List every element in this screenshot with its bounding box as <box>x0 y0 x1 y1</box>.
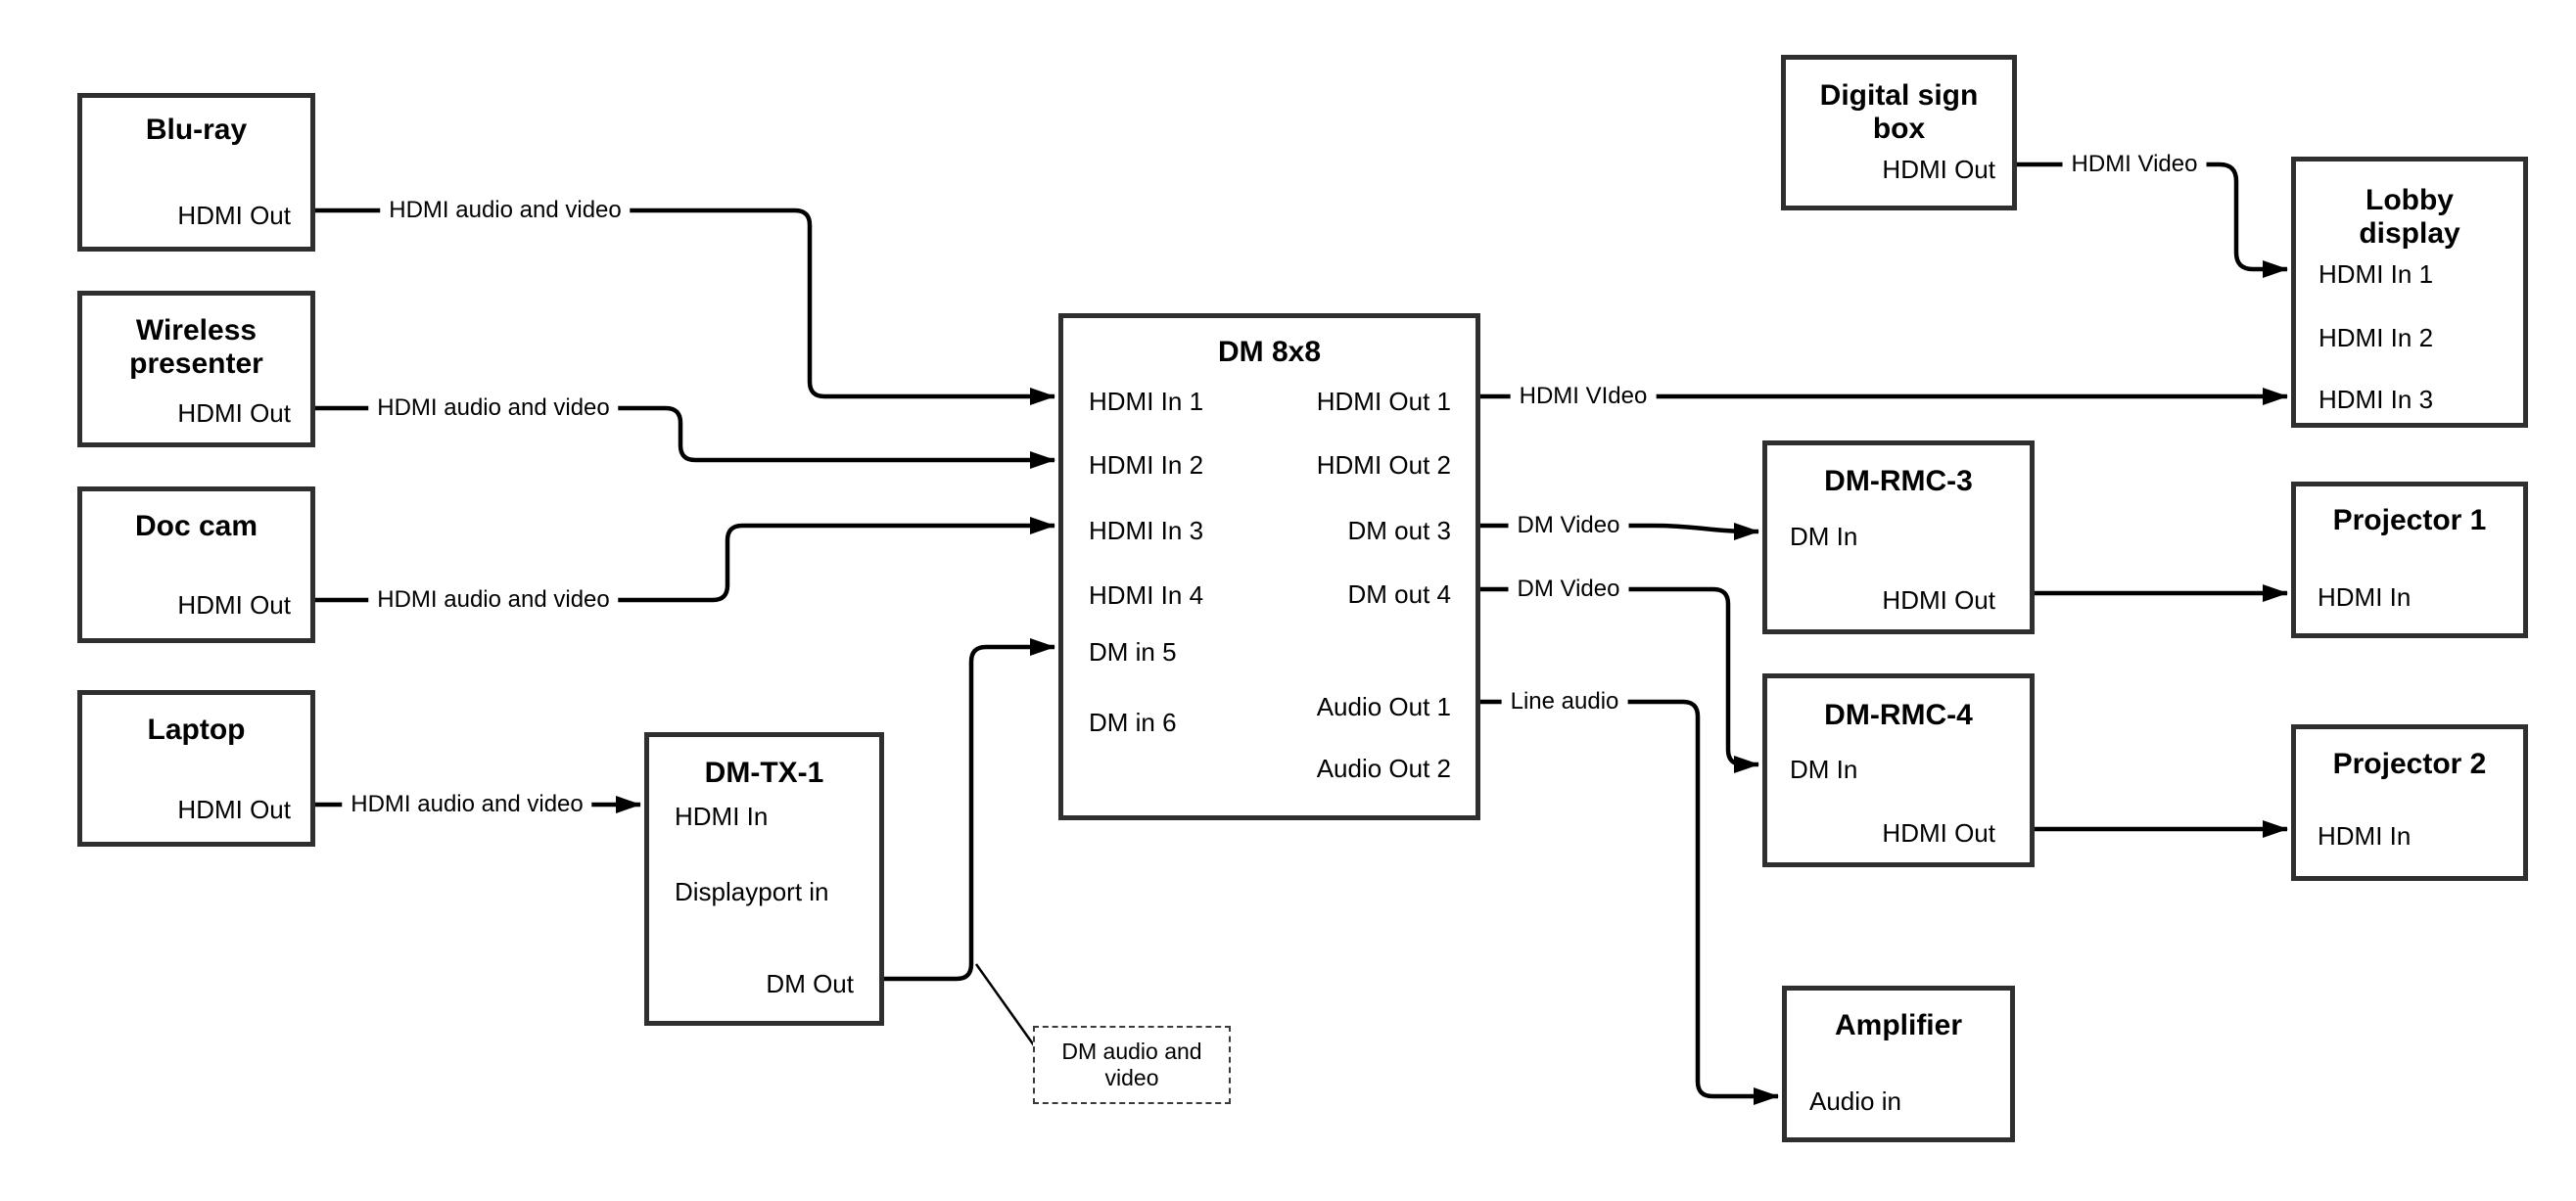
port-dm8x8-hdmi-out-2: HDMI Out 2 <box>1316 450 1451 480</box>
port-dm8x8-hdmi-in-4: HDMI In 4 <box>1089 580 1204 610</box>
edge-label-hdmi-video-out1: HDMI VIdeo <box>1510 383 1657 410</box>
port-dm8x8-dm-out-4: DM out 4 <box>1347 579 1452 609</box>
callout-leader-line <box>974 963 1036 1046</box>
node-title: DM-RMC-4 <box>1824 699 1973 731</box>
node-bluray: Blu-ray HDMI Out <box>77 93 315 252</box>
port-dmtx1-displayport-in: Displayport in <box>675 877 829 906</box>
edge-dm8x8-audio1-to-amp <box>1480 699 1779 1105</box>
port-dm8x8-audio-out-2: Audio Out 2 <box>1316 754 1451 783</box>
node-title: Projector 1 <box>2332 504 2487 536</box>
node-doccam: Doc cam HDMI Out <box>77 486 315 643</box>
port-dm8x8-dm-out-3: DM out 3 <box>1347 516 1452 545</box>
edge-dm8x8-out4-to-dmrmc4 <box>1480 586 1759 773</box>
port-doccam-hdmi-out: HDMI Out <box>177 590 291 620</box>
port-dm8x8-hdmi-in-1: HDMI In 1 <box>1089 387 1204 416</box>
edge-wireless-to-dm8x8-in2 <box>315 405 1055 469</box>
port-dmtx1-hdmi-in: HDMI In <box>675 802 769 831</box>
node-projector1: Projector 1 HDMI In <box>2291 482 2528 638</box>
node-amplifier: Amplifier Audio in <box>1782 986 2015 1142</box>
port-dm8x8-hdmi-out-1: HDMI Out 1 <box>1316 387 1451 416</box>
callout-dm-audio-and-video: DM audio and video <box>1033 1026 1231 1104</box>
node-wireless-presenter: Wireless presenter HDMI Out <box>77 291 315 447</box>
node-title: DM 8x8 <box>1217 336 1322 368</box>
port-dm8x8-dm-in-6: DM in 6 <box>1089 708 1177 737</box>
node-title: Projector 2 <box>2332 748 2487 780</box>
port-lobby-hdmi-in-1: HDMI In 1 <box>2318 259 2434 289</box>
port-digitalsign-hdmi-out: HDMI Out <box>1882 155 1995 184</box>
edge-bluray-to-dm8x8-in1 <box>315 208 1055 405</box>
port-dm8x8-hdmi-in-3: HDMI In 3 <box>1089 516 1204 545</box>
node-title: Digital sign box <box>1819 79 1979 145</box>
node-title: Laptop <box>147 714 246 746</box>
node-dmrmc4: DM-RMC-4 DM In HDMI Out <box>1762 673 2035 867</box>
edge-dm8x8-out3-to-dmrmc3 <box>1480 522 1759 540</box>
node-dm8x8: DM 8x8 HDMI In 1 HDMI In 2 HDMI In 3 HDM… <box>1058 313 1480 820</box>
port-lobby-hdmi-in-2: HDMI In 2 <box>2318 323 2434 352</box>
port-dmtx1-dm-out: DM Out <box>766 969 854 998</box>
node-title: Wireless presenter <box>129 314 263 380</box>
port-dmrmc3-dm-in: DM In <box>1790 522 1858 551</box>
port-dmrmc4-hdmi-out: HDMI Out <box>1882 818 1995 848</box>
node-title: Doc cam <box>134 510 258 542</box>
port-projector1-hdmi-in: HDMI In <box>2318 582 2412 612</box>
port-dmrmc3-hdmi-out: HDMI Out <box>1882 585 1995 615</box>
port-bluray-hdmi-out: HDMI Out <box>177 201 291 230</box>
edge-label-dm-video-3: DM Video <box>1508 512 1629 539</box>
node-title: Lobby display <box>2359 184 2460 250</box>
node-title: DM-RMC-3 <box>1824 465 1973 497</box>
edge-label-line-audio: Line audio <box>1501 688 1628 716</box>
node-laptop: Laptop HDMI Out <box>77 690 315 847</box>
node-lobby-display: Lobby display HDMI In 1 HDMI In 2 HDMI I… <box>2291 157 2528 428</box>
edge-dmtx1-dmout-to-dm8x8-in5 <box>884 638 1055 982</box>
port-projector2-hdmi-in: HDMI In <box>2318 821 2412 851</box>
edge-label-bluray-av: HDMI audio and video <box>380 197 631 224</box>
edge-label-sign-hdmi-video: HDMI Video <box>2062 151 2207 178</box>
node-digital-sign-box: Digital sign box HDMI Out <box>1781 55 2017 210</box>
edge-label-doccam-av: HDMI audio and video <box>368 586 619 614</box>
port-dmrmc4-dm-in: DM In <box>1790 755 1858 784</box>
node-title: Blu-ray <box>145 114 248 146</box>
edge-label-dm-video-4: DM Video <box>1508 576 1629 603</box>
port-dm8x8-dm-in-5: DM in 5 <box>1089 637 1177 667</box>
edge-label-laptop-av: HDMI audio and video <box>342 791 592 818</box>
node-dmrmc3: DM-RMC-3 DM In HDMI Out <box>1762 440 2035 634</box>
port-wireless-hdmi-out: HDMI Out <box>177 398 291 428</box>
node-dmtx1: DM-TX-1 HDMI In Displayport in DM Out <box>644 732 884 1026</box>
port-laptop-hdmi-out: HDMI Out <box>177 795 291 824</box>
node-title: DM-TX-1 <box>704 757 824 789</box>
node-title: Amplifier <box>1834 1009 1963 1041</box>
port-dm8x8-audio-out-1: Audio Out 1 <box>1316 692 1451 721</box>
node-projector2: Projector 2 HDMI In <box>2291 724 2528 881</box>
edge-label-wireless-av: HDMI audio and video <box>368 394 619 422</box>
port-amp-audio-in: Audio in <box>1809 1086 1901 1116</box>
edge-doccam-to-dm8x8-in3 <box>315 517 1055 603</box>
port-dm8x8-hdmi-in-2: HDMI In 2 <box>1089 450 1204 480</box>
port-lobby-hdmi-in-3: HDMI In 3 <box>2318 385 2434 414</box>
edge-digitalsign-to-lobby-in1 <box>2017 162 2288 278</box>
